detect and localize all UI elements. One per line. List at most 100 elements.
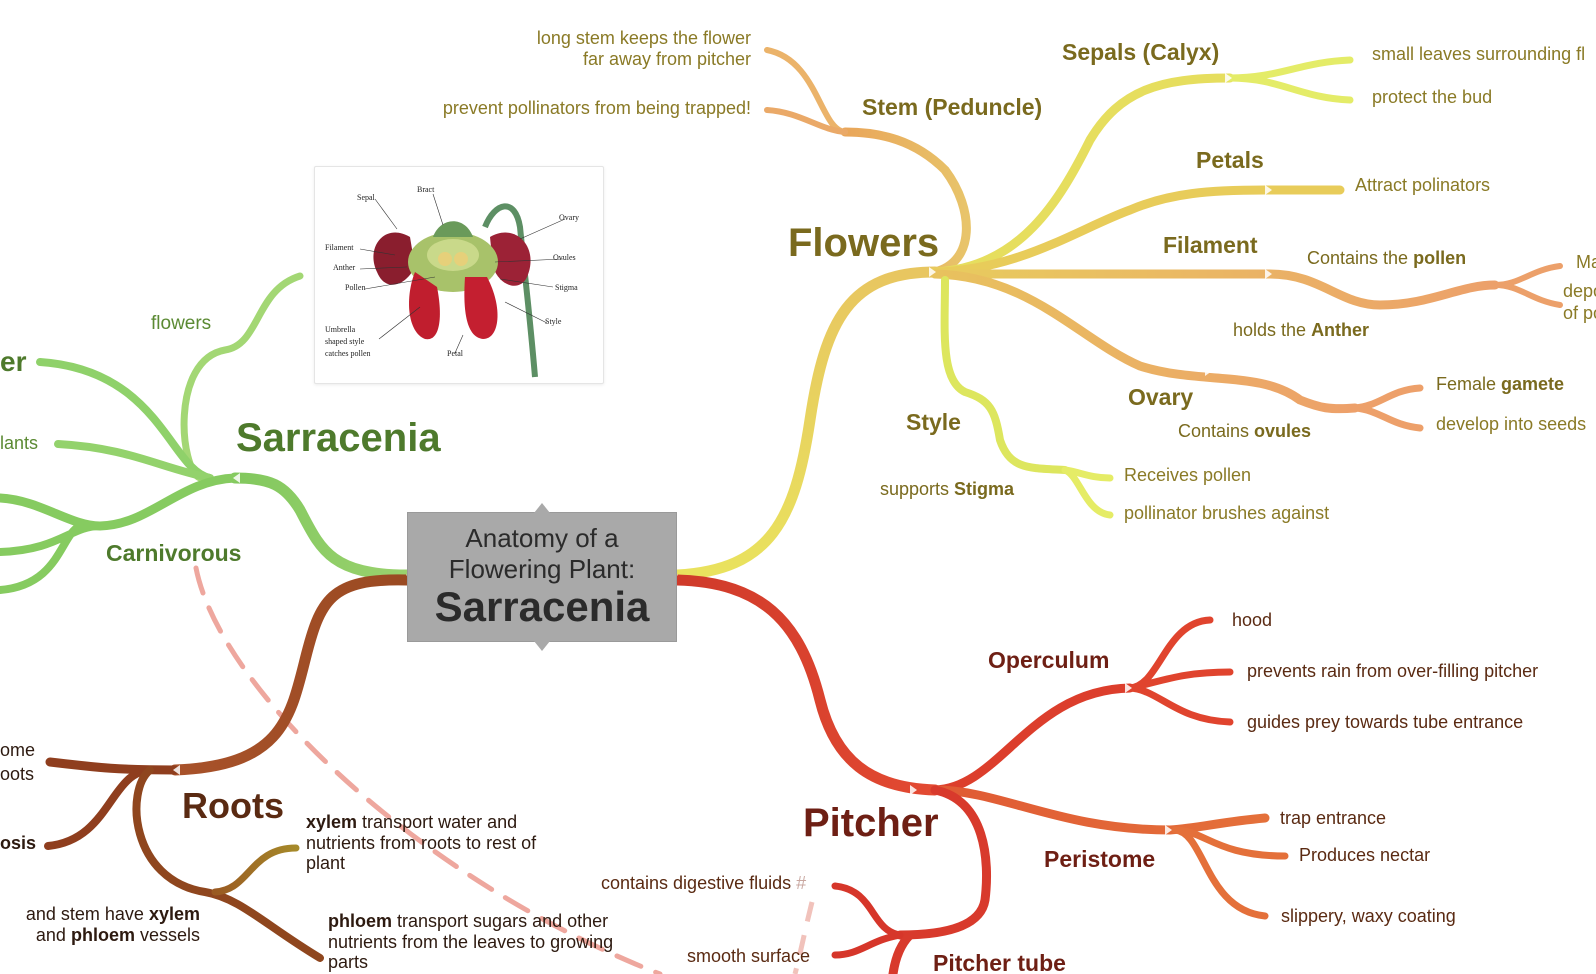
topic-sarracenia[interactable]: Sarracenia: [236, 416, 441, 460]
figure-label-ovules: Ovules: [553, 253, 576, 262]
branch-stem-note2: [764, 107, 848, 135]
figure-label-bract: Bract: [417, 185, 435, 194]
peristome-note-trap[interactable]: trap entrance: [1280, 808, 1387, 828]
branch-ovary-leaf: [1351, 384, 1424, 432]
branch-sepals-leaf: [1226, 56, 1354, 104]
central-title: Sarracenia: [434, 583, 650, 630]
branch-sepals: [930, 73, 1235, 277]
topic-peristome[interactable]: Peristome: [1044, 846, 1156, 872]
sepals-note-protect[interactable]: protect the bud: [1372, 87, 1493, 107]
figure-label-anther: Anther: [333, 263, 356, 272]
sarracenia-cut-er[interactable]: er: [0, 346, 27, 377]
sepals-note-small-leaves[interactable]: small leaves surrounding fl: [1372, 44, 1586, 64]
flower-anatomy-figure[interactable]: Bract Sepal Ovary Filament Anther Ovules…: [314, 166, 604, 384]
branch-pitcher-tube-down: [888, 930, 915, 974]
branch-operculum-leaf: [1126, 616, 1234, 726]
style-note-receives-pollen[interactable]: Receives pollen: [1124, 465, 1252, 485]
figure-label-ovary: Ovary: [559, 213, 579, 222]
branch-sarracenia: [229, 472, 413, 581]
branch-sarracenia-carn2: [0, 522, 104, 594]
branch-peristome: [930, 785, 1270, 835]
figure-label-petal: Petal: [447, 349, 463, 358]
topic-stem-peduncle[interactable]: Stem (Peduncle): [862, 94, 1043, 120]
branch-style: [940, 276, 1069, 474]
petals-note-attract[interactable]: Attract polinators: [1355, 175, 1491, 195]
operculum-note-hood[interactable]: hood: [1232, 610, 1273, 630]
sarracenia-note-flowers[interactable]: flowers: [151, 313, 212, 334]
figure-label-sepal: Sepal: [357, 193, 375, 202]
central-subtitle: Anatomy of a Flowering Plant:: [448, 523, 636, 584]
topic-filament[interactable]: Filament: [1163, 232, 1258, 258]
figure-label-umbrella-1: Umbrella: [325, 325, 356, 334]
branch-sarracenia-flowers: [180, 272, 304, 482]
branch-roots-xylem: [211, 844, 300, 896]
topic-style[interactable]: Style: [906, 409, 961, 435]
filament-note-ma[interactable]: Ma: [1576, 252, 1596, 272]
roots-cut-osis[interactable]: osis: [0, 833, 37, 853]
figure-label-umbrella-2: shaped style: [325, 337, 365, 346]
topic-operculum[interactable]: Operculum: [988, 647, 1110, 673]
figure-label-umbrella-3: catches pollen: [325, 349, 371, 358]
style-note-supports-stigma[interactable]: supports Stigma: [880, 479, 1015, 499]
ovary-note-contains-ovules[interactable]: Contains ovules: [1178, 421, 1312, 441]
topic-carnivorous[interactable]: Carnivorous: [106, 540, 242, 566]
sarracenia-cut-lants[interactable]: lants: [0, 433, 39, 453]
branch-flowers: [671, 266, 941, 581]
central-topic[interactable]: Anatomy of a Flowering Plant: Sarracenia: [407, 503, 677, 651]
style-note-pollinator-brushes[interactable]: pollinator brushes against: [1124, 503, 1330, 523]
branch-peristome-leaf: [1171, 826, 1289, 920]
ovary-note-develop[interactable]: develop into seeds: [1436, 414, 1587, 434]
branch-roots-up: [45, 757, 180, 775]
branch-pitcher: [671, 574, 941, 796]
branch-petals: [930, 185, 1345, 277]
roots-cut-ome[interactable]: ome: [0, 740, 36, 760]
roots-note-xylem[interactable]: xylem transport water and nutrients from…: [306, 812, 537, 874]
roots-cut-oots[interactable]: oots: [0, 764, 35, 784]
filament-note-contains-pollen[interactable]: Contains the pollen: [1307, 248, 1467, 268]
stem-note-long-stem[interactable]: long stem keeps the flower far away from…: [536, 28, 751, 69]
ovary-note-female-gamete[interactable]: Female gamete: [1436, 374, 1565, 394]
branch-pitcher-tube: [895, 785, 991, 940]
peristome-note-nectar[interactable]: Produces nectar: [1299, 845, 1431, 865]
flower-illustration: [359, 193, 566, 378]
filament-note-holds-anther[interactable]: holds the Anther: [1233, 320, 1370, 340]
topic-roots[interactable]: Roots: [182, 785, 284, 826]
peristome-note-slippery[interactable]: slippery, waxy coating: [1281, 906, 1456, 926]
branch-ovary: [930, 269, 1360, 414]
figure-label-stigma: Stigma: [555, 283, 578, 292]
topic-sepals[interactable]: Sepals (Calyx): [1062, 39, 1220, 65]
roots-note-phloem[interactable]: phloem transport sugars and other nutrie…: [328, 911, 614, 973]
branch-filament: [930, 269, 1500, 310]
branch-stem: [840, 127, 971, 277]
branch-pitcher-tube-leaf: [831, 882, 904, 959]
pitcher-tube-link: [792, 901, 815, 974]
topic-petals[interactable]: Petals: [1196, 147, 1264, 173]
topic-flowers[interactable]: Flowers: [788, 221, 940, 265]
branch-style-leaf: [1061, 466, 1114, 519]
figure-label-style: Style: [545, 317, 562, 326]
branch-roots-vessels: [132, 766, 324, 962]
operculum-note-guides[interactable]: guides prey towards tube entrance: [1247, 712, 1524, 732]
branch-roots: [169, 574, 413, 776]
carnivorous-link: [193, 565, 663, 974]
filament-note-of-po[interactable]: of po: [1563, 303, 1596, 323]
topic-ovary[interactable]: Ovary: [1128, 384, 1194, 410]
branch-operculum: [930, 683, 1135, 795]
branch-roots-osis: [44, 766, 154, 850]
figure-label-filament: Filament: [325, 243, 354, 252]
branch-sarracenia-lants: [54, 440, 214, 482]
stem-note-prevent[interactable]: prevent pollinators from being trapped!: [442, 98, 751, 118]
topic-pitcher-tube[interactable]: Pitcher tube: [933, 950, 1066, 974]
pitcher-tube-note-digestive[interactable]: contains digestive fluids #: [601, 873, 807, 893]
roots-note-stem-vessels[interactable]: and stem have xylem and phloem vessels: [25, 904, 200, 945]
central-topic-notch-top: [534, 503, 550, 513]
figure-label-pollen: Pollen: [345, 283, 366, 292]
pitcher-tube-note-smooth[interactable]: smooth surface: [687, 946, 811, 966]
note-marker-icon: #: [796, 873, 807, 893]
operculum-note-rain[interactable]: prevents rain from over-filling pitcher: [1247, 661, 1539, 681]
topic-pitcher[interactable]: Pitcher: [803, 801, 939, 845]
central-topic-notch-bottom: [534, 641, 550, 651]
